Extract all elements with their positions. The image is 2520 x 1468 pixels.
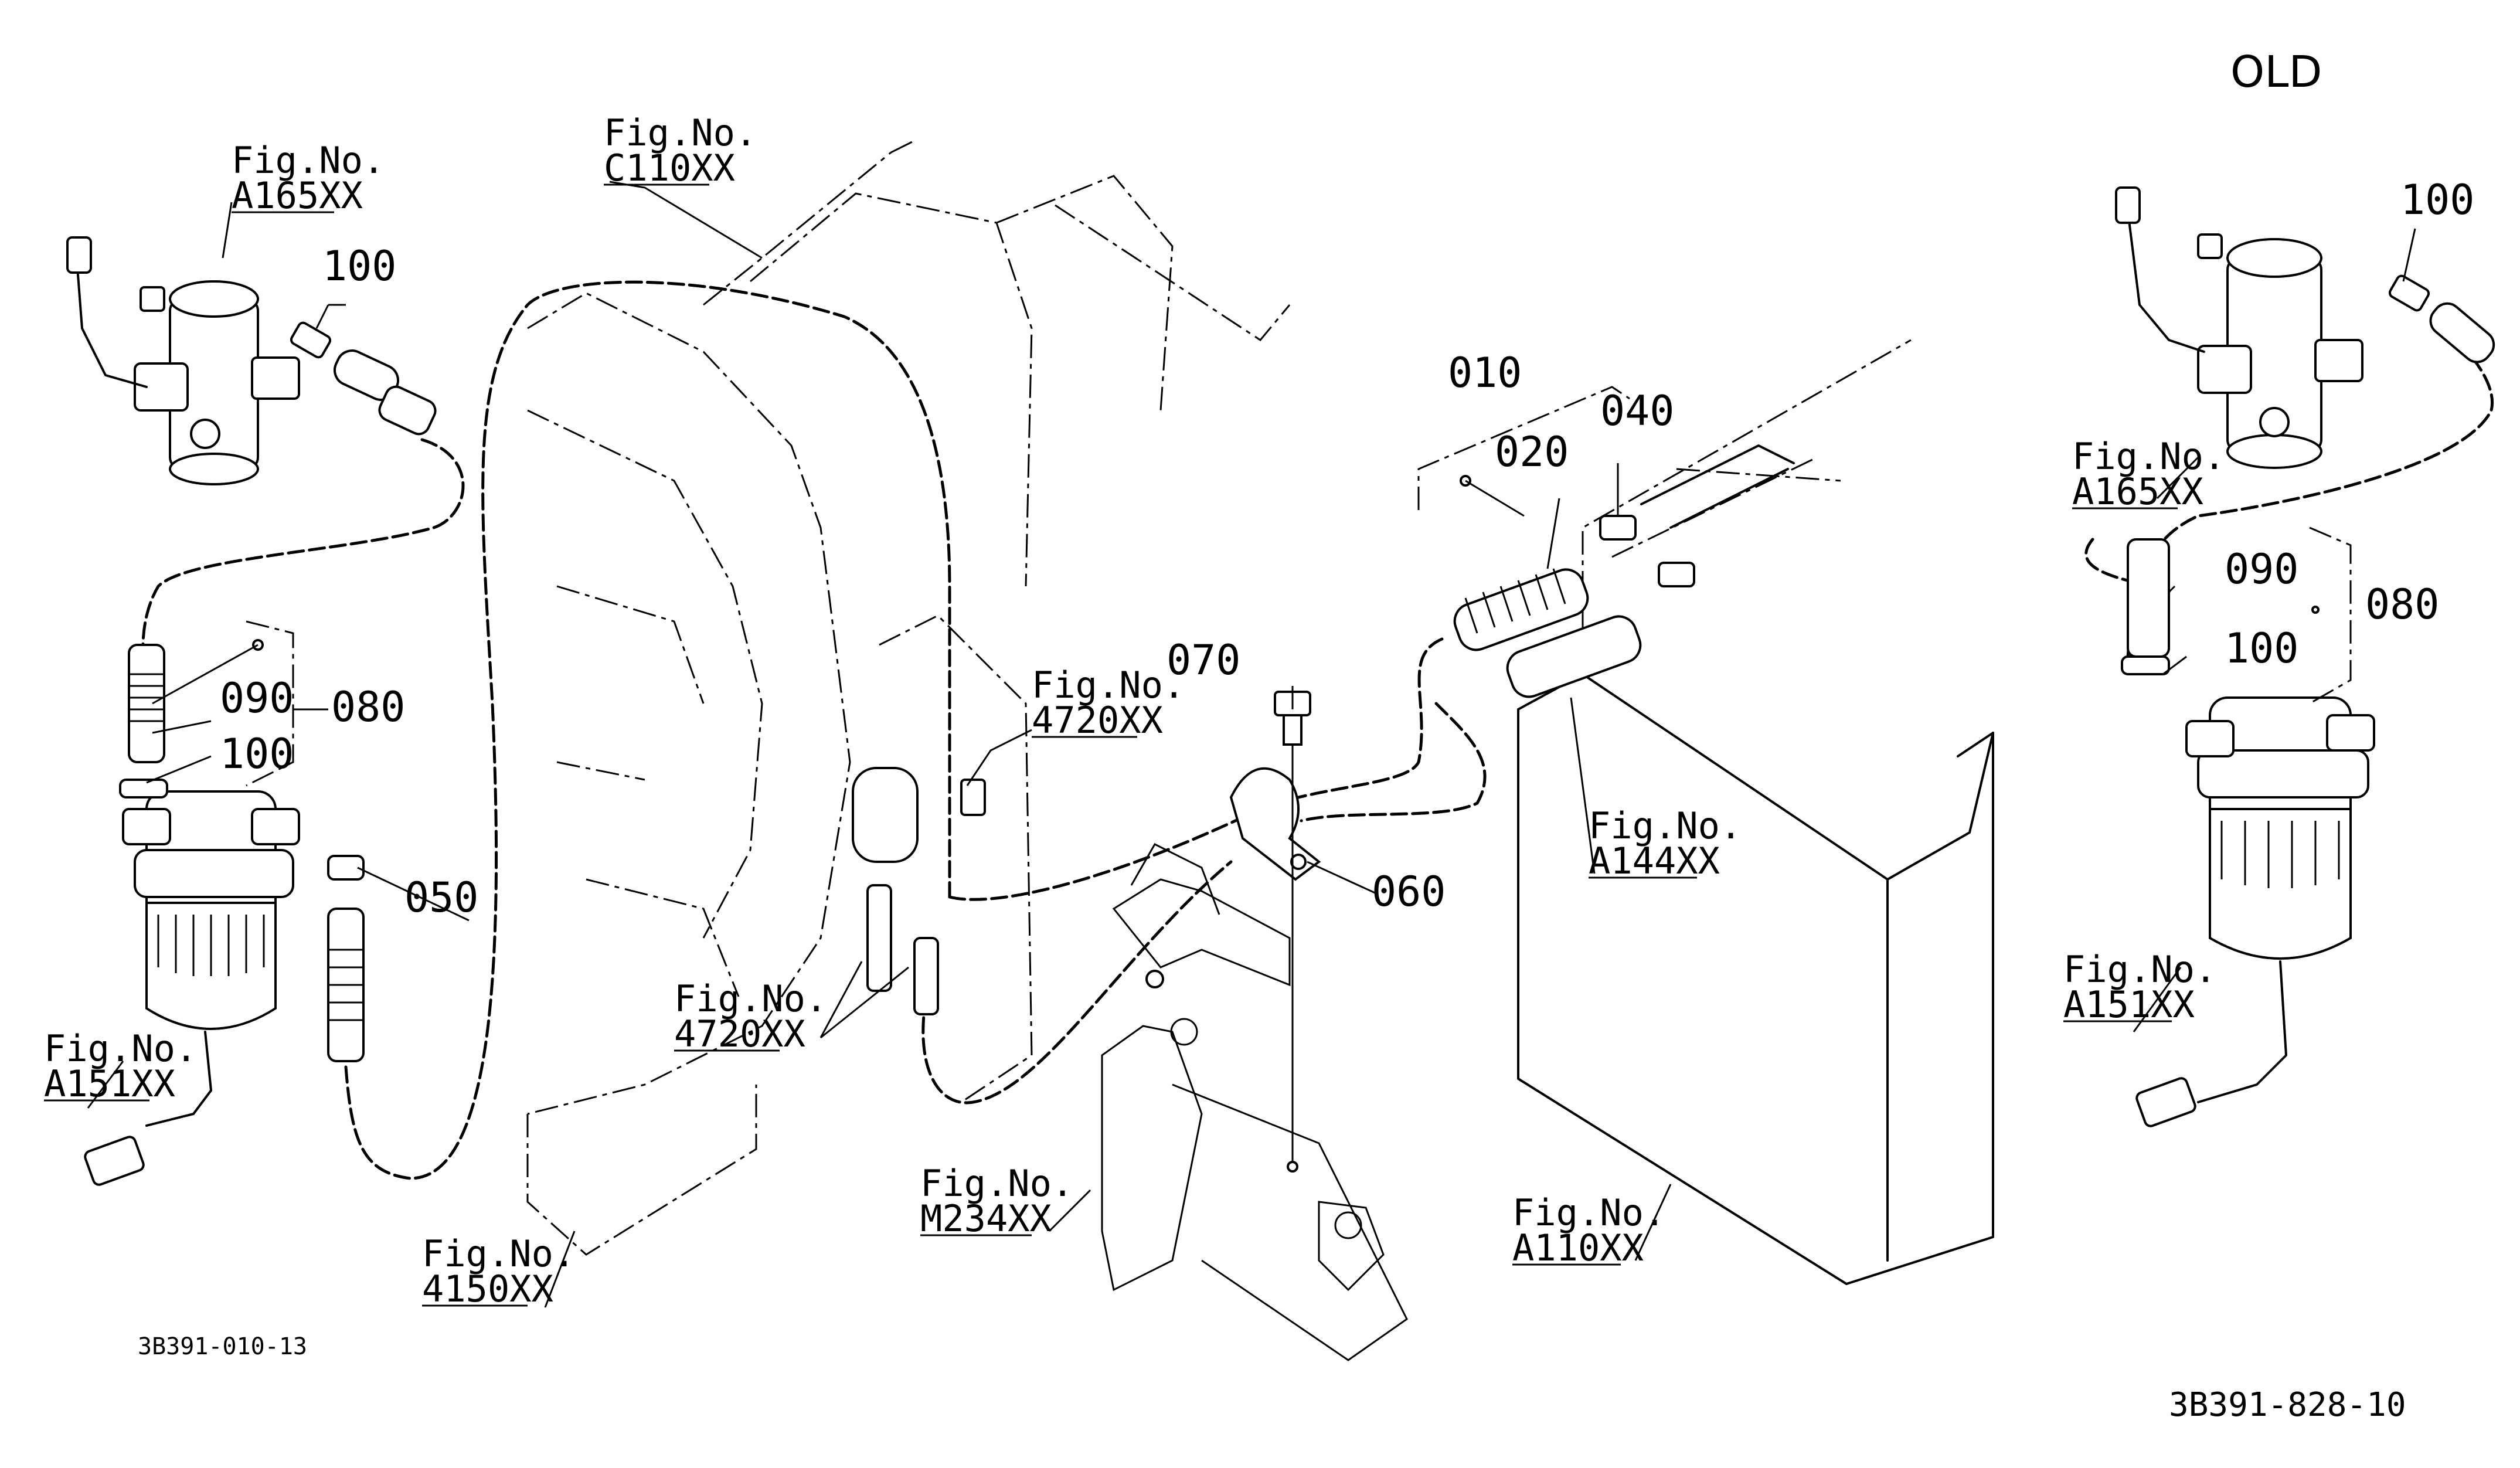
ref-m234-code: M234XX [920,1197,1052,1240]
hose-clamp-icon [2121,655,2170,675]
callout-070: 070 [1167,636,1240,684]
left-pipe-090 [128,644,165,763]
variant-label: OLD [2230,47,2322,97]
callout-060: 060 [1372,868,1446,916]
ref-a151-right-fig: Fig.No. [2063,948,2216,991]
ref-c110-code: C110XX [604,147,735,189]
fuel-hose-routing [141,280,2494,1180]
leader-lines [87,181,2416,1308]
ref-4720-bottom-fig: Fig.No. [674,977,827,1020]
ref-a151-right-code: A151XX [2063,983,2195,1026]
sheet-code: 3B391-828-10 [2169,1386,2406,1424]
ref-a165-right-code: A165XX [2072,470,2203,513]
ref-a144-code: A144XX [1589,840,1720,882]
right-pipe-top [2429,302,2495,363]
bracket-4720 [852,767,986,1015]
callout-050: 050 [404,874,478,922]
callout-090-left: 090 [220,674,294,722]
fuel-hose-050 [327,855,365,1062]
callout-100-mid-right: 100 [2225,624,2298,672]
fuel-filter-icon [84,790,300,1186]
kit-bracket-080-right [2309,526,2352,705]
callout-090-right: 090 [2225,545,2298,593]
ref-4150-fig: Fig.No. [422,1232,575,1275]
ref-a151-left-code: A151XX [44,1062,175,1105]
callout-100-top-left: 100 [322,242,396,290]
callout-020: 020 [1495,428,1569,476]
fuel-pump-icon [66,236,300,485]
ref-a165-left-fig: Fig.No. [232,139,385,182]
callout-080-left: 080 [331,683,405,731]
ref-m234-fig: Fig.No. [920,1162,1073,1205]
ref-a151-left-fig: Fig.No. [44,1027,197,1070]
callout-040: 040 [1600,387,1674,435]
pipe-clip-icon [1229,767,1321,881]
left-fuel-hose-top [334,349,437,436]
ref-4150-code: 4150XX [422,1267,553,1310]
hose-clamp-icon [290,321,332,359]
frame-icon [526,140,1408,1361]
right-pipe-090 [2127,538,2170,658]
kit-bracket-080-left [246,620,294,787]
sub-code: 3B391-010-13 [138,1333,307,1360]
ref-a144-fig: Fig.No. [1589,804,1742,847]
fuel-pump-icon [2115,186,2363,469]
callout-100-mid-left: 100 [220,730,294,778]
hose-clamp-icon [119,779,168,798]
ref-a110-fig: Fig.No. [1512,1191,1665,1234]
ref-4720-bottom-code: 4720XX [674,1012,805,1055]
ref-a165-left-code: A165XX [232,174,363,217]
part-callouts: 100 090 080 100 050 070 060 010 020 040 … [220,176,2474,922]
fuel-filter-icon [2135,696,2375,1127]
callout-080-right: 080 [2365,580,2439,628]
callout-010: 010 [1448,349,1522,397]
callout-100-top-right: 100 [2400,176,2474,224]
figure-references: Fig.No. A165XX Fig.No. C110XX Fig.No. 47… [44,111,2225,1310]
ref-c110-fig: Fig.No. [604,111,757,154]
fuel-hose-lower [1506,615,1642,698]
hose-clamp-icon [2388,274,2430,312]
hose-clamp-icon [1599,515,1695,587]
bolt-icon [1274,691,1311,1173]
kit-bracket-010 [1417,386,1630,510]
ref-a110-code: A110XX [1512,1226,1644,1269]
fuel-hose-020 [1453,568,1589,651]
ref-4720-top-fig: Fig.No. [1032,664,1185,706]
ref-a165-right-fig: Fig.No. [2072,435,2225,478]
ref-4720-top-code: 4720XX [1032,699,1163,742]
